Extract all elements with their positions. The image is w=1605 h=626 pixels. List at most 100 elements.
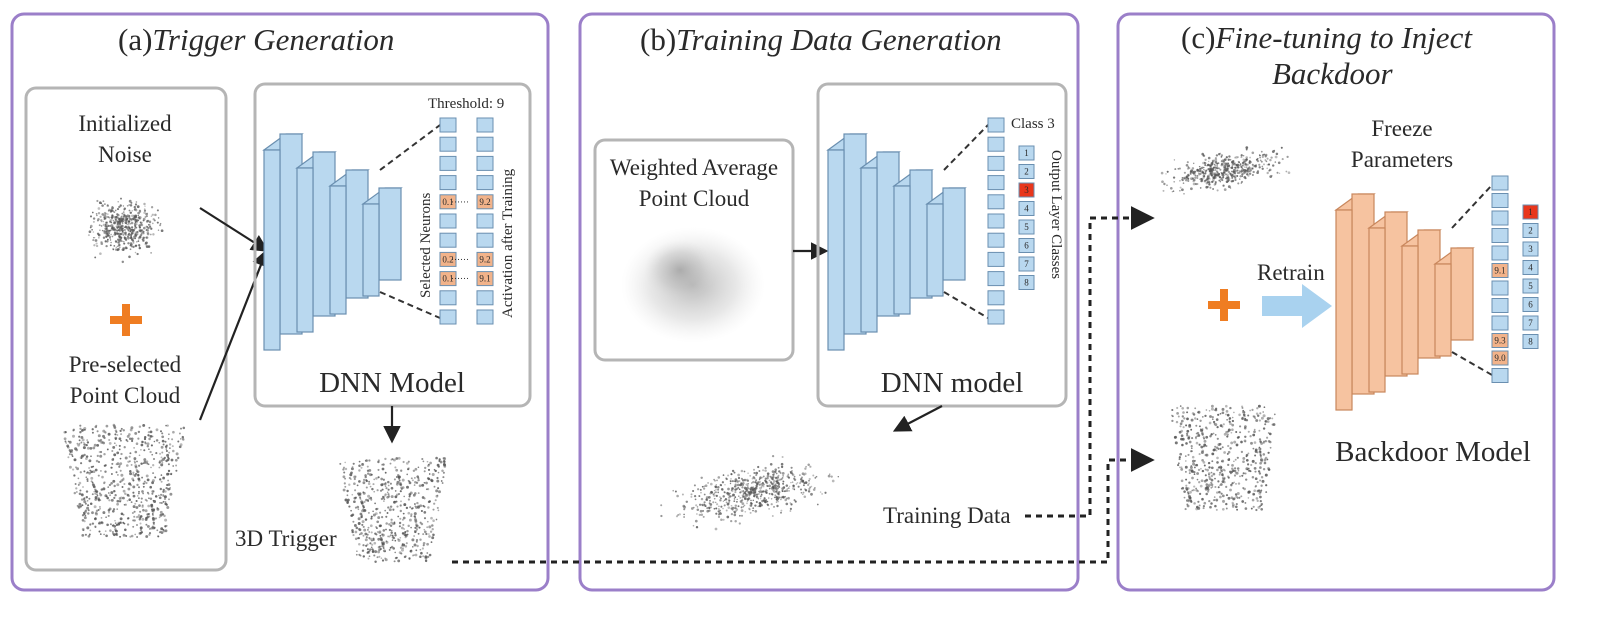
threshold-label: Threshold: 9: [428, 96, 504, 112]
dnn-layers-b: [826, 133, 967, 351]
neuron: [1491, 298, 1509, 313]
layer-face: [926, 203, 944, 297]
output-layer-classes-label: Output Layer Classes: [1048, 150, 1064, 279]
neuron-value: 0.2: [442, 254, 453, 264]
neuron: [476, 271, 494, 287]
neuron: [987, 175, 1005, 191]
finetune-training-point-cloud: [1160, 146, 1291, 195]
arrow-dnn-to-training-data: [892, 405, 943, 432]
neuron: [987, 136, 1005, 152]
panel-b-title: (b)Training Data Generation: [640, 22, 1002, 57]
freeze-label-2: Parameters: [1351, 147, 1453, 172]
neuron: [476, 136, 494, 152]
neuron-value: 0.1: [442, 197, 453, 207]
class-number: 2: [1528, 226, 1533, 236]
freeze-label: Freeze: [1371, 116, 1432, 141]
class-number: 7: [1024, 259, 1029, 269]
class-number: 2: [1024, 167, 1029, 177]
layer-face: [1434, 263, 1452, 357]
neuron: [1491, 193, 1509, 208]
neuron: [476, 309, 494, 325]
weighted-average-label-2: Point Cloud: [639, 186, 750, 211]
layer-face: [1401, 245, 1419, 375]
layer-side: [1450, 247, 1474, 341]
class-number: 6: [1528, 300, 1533, 310]
activation-label: Activation after Training: [500, 168, 516, 318]
neuron: [476, 155, 494, 171]
class-cell: [1522, 278, 1539, 294]
plus-icon-c: [1208, 289, 1240, 321]
neuron: [1491, 368, 1509, 383]
neuron: [476, 213, 494, 229]
neuron: [1491, 210, 1509, 226]
class-cell: [1018, 238, 1035, 253]
dnn-model-a-label: DNN Model: [319, 367, 465, 399]
neuron: [1491, 280, 1509, 296]
class-number: 8: [1024, 278, 1029, 288]
neuron: [439, 117, 457, 133]
panel-a-frame: [10, 12, 550, 592]
neuron: [987, 155, 1005, 171]
layer-face: [827, 149, 845, 351]
class-cell: [1522, 223, 1539, 238]
noise-point-cloud: [87, 197, 164, 264]
dnn-layers-a: [262, 133, 403, 351]
class-cell: [1018, 219, 1035, 235]
finetune-trigger-point-cloud: [1171, 404, 1276, 512]
class-number: 5: [1528, 281, 1533, 291]
layer-face: [263, 149, 281, 351]
ellipsis: ······: [451, 197, 469, 207]
neuron: [1491, 333, 1509, 348]
layer-side: [942, 187, 966, 281]
neuron: [987, 213, 1005, 229]
class-number: 3: [1528, 244, 1533, 254]
backdoor-layers: [1334, 193, 1475, 411]
panel-c-title-line2: Backdoor: [1272, 56, 1393, 91]
class-cell: [1522, 204, 1539, 220]
preselected-point-cloud: [63, 423, 186, 538]
neuron: [1491, 263, 1509, 278]
class-number: 5: [1024, 222, 1029, 232]
layer-face: [893, 185, 911, 315]
layer-face: [1368, 227, 1386, 393]
neuron-value: 9.1: [479, 274, 490, 284]
neuron-column-c: 9.19.39.0: [1491, 175, 1509, 383]
neuron: [987, 232, 1005, 248]
initialized-noise-label: Initialized: [78, 111, 172, 136]
class-cell: [1522, 260, 1539, 275]
neuron: [439, 309, 457, 325]
neuron: [439, 155, 457, 171]
connector-training-data: [1025, 206, 1155, 518]
layer-face: [1335, 209, 1353, 411]
neuron: [439, 175, 457, 191]
class-cell: [1018, 201, 1035, 216]
class-cell: [1018, 164, 1035, 179]
neuron: [476, 194, 494, 210]
preselected-label: Pre-selected: [69, 352, 182, 377]
class-cell: [1018, 182, 1035, 198]
layer-side: [378, 187, 402, 281]
ellipsis: ······: [451, 274, 469, 284]
class-cell: [1018, 256, 1035, 272]
retrain-label: Retrain: [1257, 260, 1325, 285]
panel-c-title: (c)Fine-tuning to Inject: [1181, 20, 1473, 55]
neuron: [476, 117, 494, 133]
neuron: [439, 290, 457, 306]
input-box-a: [24, 86, 228, 572]
class-number: 4: [1528, 263, 1533, 273]
neuron: [1491, 350, 1509, 366]
weighted-average-point-cloud: [621, 227, 765, 343]
neuron: [987, 194, 1005, 210]
neuron: [439, 232, 457, 248]
retrain-arrow: [1262, 284, 1332, 328]
backdoor-model-label: Backdoor Model: [1335, 436, 1531, 468]
class-cell: [1522, 334, 1539, 349]
neuron: [987, 309, 1005, 325]
layer-face: [296, 167, 314, 333]
neuron: [476, 175, 494, 191]
neuron: [1491, 228, 1509, 243]
layer-face: [860, 167, 878, 333]
trigger-point-cloud: [339, 456, 447, 563]
training-data-label: Training Data: [883, 503, 1011, 528]
